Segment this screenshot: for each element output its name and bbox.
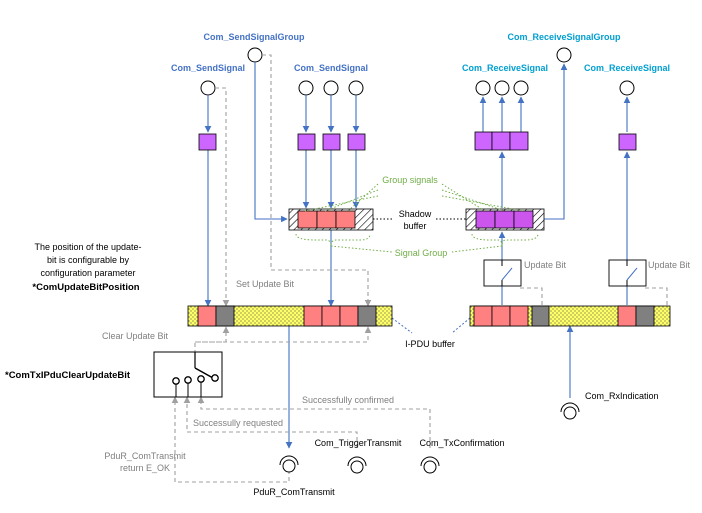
note-line-1: The position of the update- — [34, 242, 141, 252]
port-circle-receive-3 — [513, 80, 529, 96]
label-pdur-return-line1: PduR_ComTransmit — [104, 451, 186, 461]
label-com-trigger-transmit: Com_TriggerTransmit — [315, 438, 402, 448]
label-successfully-requested: Successully requested — [193, 418, 283, 428]
label-clear-update-bit: Clear Update Bit — [102, 331, 169, 341]
port-circle-send-3 — [348, 80, 364, 96]
port-com-trigger-transmit — [347, 456, 367, 474]
arrow-send-group-to-shadow — [254, 62, 288, 223]
port-pdur-com-transmit — [279, 455, 299, 473]
label-group-signals: Group signals — [382, 175, 438, 185]
port-com-rx-indication — [560, 402, 580, 420]
dashed-update-bit-right-receive — [644, 273, 668, 305]
dotted-ipdu-label-right — [451, 317, 471, 334]
tx-ipdu-buffer — [187, 305, 393, 327]
tx-clear-update-bit-switch — [153, 351, 223, 398]
label-set-update-bit: Set Update Bit — [236, 279, 295, 289]
arrow-shadow-to-receive-group — [544, 63, 568, 220]
label-pdur-return-line2: return E_OK — [120, 463, 170, 473]
receive-signal-buffer-1 — [474, 131, 493, 151]
label-com-receive-signal-mid: Com_ReceiveSignal — [462, 63, 548, 73]
port-circle-receive-1 — [475, 80, 491, 96]
dotted-ipdu-label-left — [391, 317, 413, 334]
dotted-signal-group-right — [451, 245, 503, 253]
label-update-bit-left: Update Bit — [524, 260, 567, 270]
label-com-send-signal-mid: Com_SendSignal — [294, 63, 368, 73]
dotted-group-signals-right-1 — [441, 183, 486, 212]
label-com-send-signal-group: Com_SendSignalGroup — [203, 32, 305, 42]
dotted-group-signals-left-1 — [347, 183, 379, 212]
send-shadow-slot-3 — [335, 210, 356, 229]
receive-update-switch-right — [608, 259, 647, 287]
note-line-3: configuration parameter — [40, 268, 135, 278]
dashed-clear-update-bit-left — [194, 326, 230, 368]
dashed-set-update-bit-left — [215, 87, 230, 307]
send-signal-buffer-1 — [297, 133, 316, 151]
dashed-successfully-confirmed — [197, 396, 431, 448]
port-circle-receive-right — [619, 80, 635, 96]
label-com-send-signal-left: Com_SendSignal — [171, 63, 245, 73]
label-pdur-com-transmit: PduR_ComTransmit — [253, 487, 335, 497]
receive-signal-buffer-right — [618, 133, 637, 151]
send-signal-buffer-2 — [322, 133, 341, 151]
note-line-2: bit is configurable by — [47, 255, 130, 265]
label-com-tx-confirmation: Com_TxConfirmation — [419, 438, 504, 448]
label-com-receive-signal-group: Com_ReceiveSignalGroup — [507, 32, 621, 42]
dotted-group-signals-left-2 — [324, 189, 379, 212]
dashed-clear-update-bit-group — [195, 326, 372, 343]
receive-shadow-slot-2 — [494, 210, 515, 229]
send-shadow-slot-2 — [316, 210, 337, 229]
receive-signal-buffer-2 — [491, 131, 511, 151]
send-signal-buffer-3 — [347, 133, 366, 151]
label-shadow-buffer-line1: Shadow — [399, 209, 432, 219]
label-com-receive-signal-right: Com_ReceiveSignal — [584, 63, 670, 73]
dashed-pdur-return-eok — [171, 396, 290, 483]
dashed-set-update-bit-group — [262, 54, 372, 307]
receive-update-switch-left — [483, 259, 522, 287]
port-circle-send-1 — [298, 80, 314, 96]
brace-receive-signal-group — [471, 233, 539, 247]
brace-send-signal-group — [295, 233, 371, 247]
note-param-update-bit-position: *ComUpdateBitPosition — [32, 282, 139, 293]
send-signal-buffer-left — [198, 133, 217, 151]
receive-shadow-slot-3 — [513, 210, 534, 229]
label-signal-group: Signal Group — [395, 248, 448, 258]
dotted-signal-group-left — [330, 245, 393, 253]
dotted-group-signals-right-2 — [441, 189, 506, 212]
receive-shadow-slot-1 — [475, 210, 496, 229]
port-circle-send-2 — [323, 80, 339, 96]
port-circle-receive-2 — [494, 80, 510, 96]
port-com-tx-confirmation — [420, 456, 440, 474]
label-clear-param: *ComTxIPduClearUpdateBit — [5, 370, 131, 381]
label-ipdu-buffer: I-PDU buffer — [405, 339, 455, 349]
port-circle-send-group — [247, 47, 263, 63]
port-circle-send-left — [200, 80, 216, 96]
send-shadow-slot-1 — [297, 210, 318, 229]
dashed-update-bit-left-receive — [518, 273, 543, 305]
label-update-bit-right: Update Bit — [648, 260, 691, 270]
port-circle-receive-group — [556, 47, 572, 63]
rx-ipdu-buffer — [469, 305, 671, 327]
label-shadow-buffer-line2: buffer — [404, 221, 427, 231]
label-com-rx-indication: Com_RxIndication — [585, 391, 659, 401]
dashed-successfully-requested — [183, 396, 358, 448]
label-successfully-confirmed: Successfully confirmed — [302, 395, 394, 405]
receive-signal-buffer-3 — [509, 131, 529, 151]
